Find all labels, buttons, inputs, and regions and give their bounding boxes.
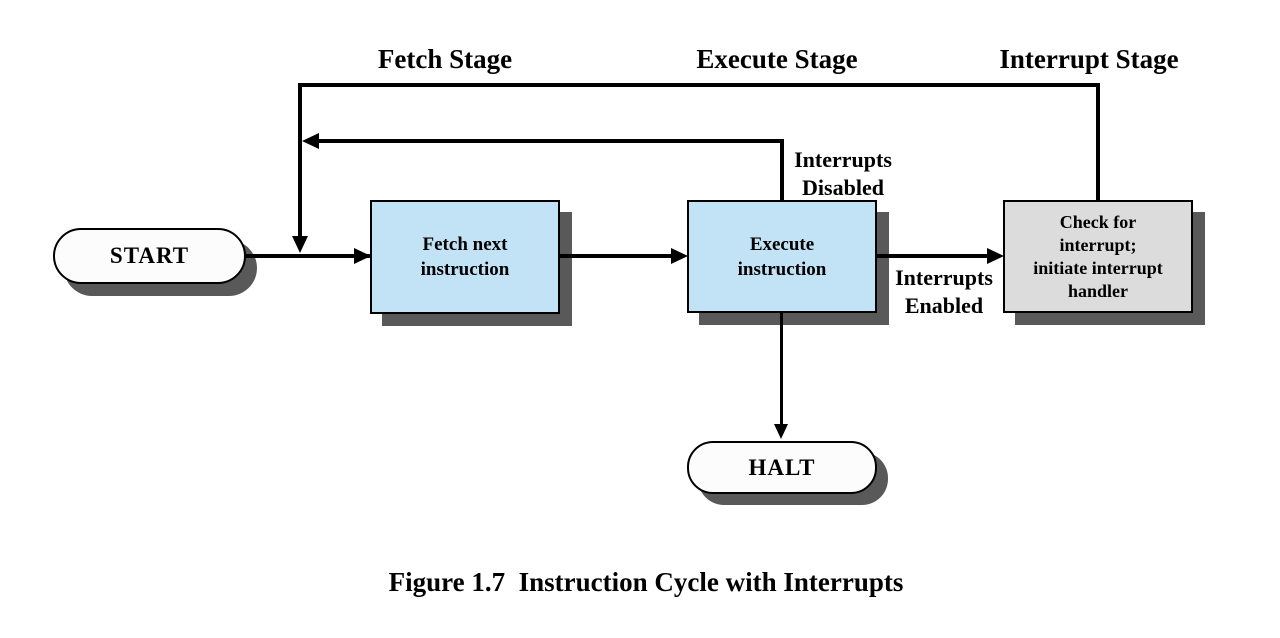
arrowhead-mid-feedback-icon (302, 133, 319, 149)
edge-execute-to-halt (780, 313, 783, 425)
execute-box-line2: instruction (737, 258, 827, 280)
stage-label-execute: Execute Stage (696, 44, 858, 74)
edge-top-feedback-right-vertical (1096, 83, 1100, 200)
fetch-box-line2: instruction (420, 259, 510, 280)
arrowhead-execute-to-check-icon (987, 248, 1004, 264)
edge-mid-feedback-vertical (780, 139, 784, 200)
edge-top-feedback-horizontal (298, 83, 1100, 87)
execute-box-line1: Execute (749, 233, 815, 255)
check-box-line1: Check for (1059, 211, 1137, 232)
stage-label-interrupt: Interrupt Stage (999, 44, 1179, 74)
edge-label-interrupts-enabled: Interrupts Enabled (895, 265, 993, 318)
fetch-box-line1: Fetch next (422, 234, 508, 255)
check-box-line3: initiate interrupt (1033, 257, 1163, 278)
halt-label: HALT (748, 454, 816, 480)
start-terminal: START (53, 228, 246, 284)
start-label: START (109, 243, 190, 268)
check-box-line4: handler (1067, 280, 1128, 301)
edge-mid-feedback-horizontal (318, 139, 784, 143)
arrowhead-into-fetch-entry-icon (292, 236, 308, 253)
arrowhead-fetch-to-execute-icon (671, 248, 688, 264)
halt-terminal: HALT (687, 441, 877, 494)
arrowhead-start-to-fetch-icon (354, 248, 371, 264)
edge-fetch-to-execute (560, 254, 672, 258)
stage-label-fetch: Fetch Stage (377, 44, 513, 74)
check-interrupt-box: Check for interrupt; initiate interrupt … (1003, 200, 1193, 313)
fetch-box: Fetch next instruction (370, 200, 560, 314)
edge-top-feedback-left-vertical (298, 83, 302, 237)
check-box-line2: interrupt; (1059, 234, 1137, 255)
edge-label-interrupts-disabled: Interrupts Disabled (794, 147, 892, 200)
execute-box: Execute instruction (687, 200, 877, 313)
edge-execute-to-check (877, 254, 988, 258)
arrowhead-execute-to-halt-icon (774, 424, 788, 439)
figure-caption: Figure 1.7 Instruction Cycle with Interr… (388, 567, 904, 597)
edge-junction-to-fetch (300, 254, 372, 258)
